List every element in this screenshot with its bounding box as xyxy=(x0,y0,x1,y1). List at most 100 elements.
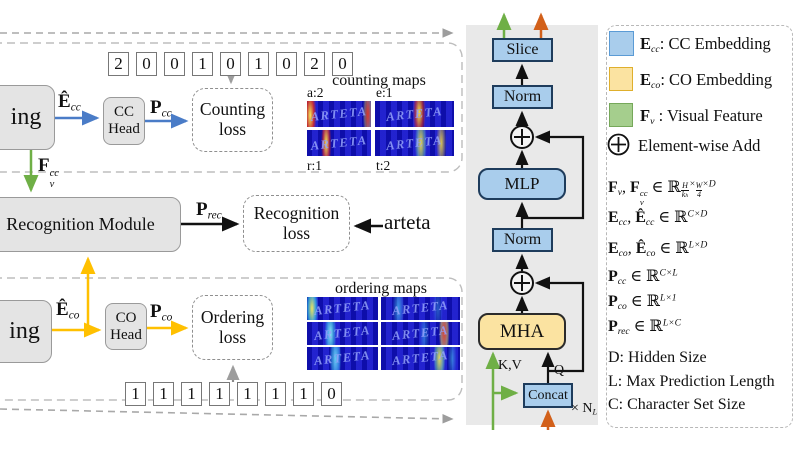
order-cell: 1 xyxy=(209,382,230,406)
add1-icon xyxy=(510,125,534,149)
counting-loss-label: Counting loss xyxy=(199,99,266,139)
order-vector-row: 1 1 1 1 1 1 1 0 xyxy=(125,382,342,406)
map-watermark: ARTETA xyxy=(385,132,444,153)
counting-maps-title: counting maps xyxy=(332,72,426,89)
slice-label: Slice xyxy=(506,41,539,59)
recognition-module-box: Recognition Module xyxy=(0,197,181,252)
ordering-map: ARTETA xyxy=(381,347,460,370)
bottom-connector-dashed-arrow xyxy=(0,408,454,424)
embedding-module-top-label: ing xyxy=(10,104,42,131)
order-cell: 1 xyxy=(237,382,258,406)
q-label: Q xyxy=(554,363,565,378)
dim-co-embedding: Eco, Êco ∈ ℝL×D xyxy=(608,239,708,259)
counting-map-r: ARTETA xyxy=(307,130,371,156)
order-cell: 1 xyxy=(181,382,202,406)
concat-box: Concat xyxy=(523,383,573,408)
kv-label: K,V xyxy=(498,358,522,373)
map-watermark: ARTETA xyxy=(313,348,372,368)
norm-top-box: Norm xyxy=(492,85,553,109)
legend-item-visual-feature: Fv : Visual Feature xyxy=(640,106,763,127)
counting-maps-grid: ARTETA ARTETA ARTETA ARTETA xyxy=(307,101,454,156)
oplus-icon xyxy=(607,133,630,156)
residual-mlp xyxy=(522,130,585,220)
mha-box: MHA xyxy=(478,313,566,350)
counting-map-label-a: a:2 xyxy=(307,85,324,100)
concat-label: Concat xyxy=(528,387,568,403)
counting-map-e: ARTETA xyxy=(375,101,454,127)
count-cell: 0 xyxy=(276,52,297,76)
norm-bottom-label: Norm xyxy=(503,231,542,249)
ordering-map: ARTETA xyxy=(307,322,378,345)
e-co-hat-label: Êco xyxy=(56,299,80,322)
cc-embedding-swatch xyxy=(609,31,634,56)
co-head-label: CO Head xyxy=(110,309,142,343)
ground-truth-text: arteta xyxy=(384,210,431,234)
legend-item-elementwise-add: Element-wise Add xyxy=(638,136,761,155)
order-cell: 0 xyxy=(321,382,342,406)
embedding-module-bottom: ing xyxy=(0,300,52,363)
legend-item-co-embedding: Eco: CO Embedding xyxy=(640,70,773,91)
count-cell: 0 xyxy=(136,52,157,76)
counting-map-t: ARTETA xyxy=(375,130,454,156)
counting-map-label-r: r:1 xyxy=(307,158,322,173)
legend-panel xyxy=(606,25,793,428)
count-cell: 2 xyxy=(108,52,129,76)
ordering-loss-box: Ordering loss xyxy=(192,295,273,360)
ordering-maps-title: ordering maps xyxy=(335,280,427,297)
norm-top-label: Norm xyxy=(503,88,542,106)
map-watermark: ARTETA xyxy=(309,103,368,124)
embedding-module-top: ing xyxy=(0,85,55,150)
recognition-loss-label: Recognition loss xyxy=(253,202,340,243)
note-character-set-size: C: Character Set Size xyxy=(608,396,746,413)
count-cell: 0 xyxy=(332,52,353,76)
recognition-loss-box: Recognition loss xyxy=(243,195,350,252)
repeat-count-label: × NL xyxy=(571,401,598,417)
p-rec-label: Prec xyxy=(196,199,222,222)
order-cell: 1 xyxy=(125,382,146,406)
count-cell: 0 xyxy=(164,52,185,76)
residual-mha xyxy=(534,276,585,373)
mlp-box: MLP xyxy=(478,168,566,200)
mlp-label: MLP xyxy=(504,174,540,194)
count-vector-row: 2 0 0 1 0 1 0 2 0 xyxy=(108,52,353,76)
norm-bottom-box: Norm xyxy=(492,228,553,252)
ordering-section-border xyxy=(0,277,463,401)
counting-map-a: ARTETA xyxy=(307,101,371,127)
count-cell: 1 xyxy=(192,52,213,76)
note-max-prediction-length: L: Max Prediction Length xyxy=(608,373,775,390)
dim-cc-embedding: Ecc, Êcc ∈ ℝC×D xyxy=(608,208,708,228)
slice-box: Slice xyxy=(492,38,553,62)
mha-label: MHA xyxy=(499,320,545,342)
p-co-label: Pco xyxy=(150,301,173,324)
co-head-box: CO Head xyxy=(105,303,147,350)
dim-p-co: Pco ∈ ℝL×1 xyxy=(608,292,677,312)
recognition-module-label: Recognition Module xyxy=(6,214,155,235)
counting-loss-box: Counting loss xyxy=(192,88,273,152)
count-cell: 2 xyxy=(304,52,325,76)
ordering-loss-label: Ordering loss xyxy=(200,306,265,347)
map-watermark: ARTETA xyxy=(391,323,450,343)
map-watermark: ARTETA xyxy=(391,348,450,368)
visual-feature-swatch xyxy=(609,103,633,127)
map-watermark: ARTETA xyxy=(385,103,444,124)
map-watermark: ARTETA xyxy=(313,323,372,343)
cc-head-box: CC Head xyxy=(103,97,145,145)
ordering-maps-grid: ARTETA ARTETA ARTETA ARTETA ARTETA ARTET… xyxy=(307,297,460,370)
embedding-module-bottom-label: ing xyxy=(9,318,40,345)
e-cc-hat-label: Êcc xyxy=(58,91,81,114)
order-cell: 1 xyxy=(153,382,174,406)
ordering-map: ARTETA xyxy=(381,322,460,345)
counting-section-border xyxy=(0,42,463,173)
ordering-map: ARTETA xyxy=(307,347,378,370)
count-cell: 0 xyxy=(220,52,241,76)
order-cell: 1 xyxy=(265,382,286,406)
count-cell: 1 xyxy=(248,52,269,76)
dim-p-rec: Prec ∈ ℝL×C xyxy=(608,317,682,337)
ordering-map: ARTETA xyxy=(381,297,460,320)
counting-map-label-t: t:2 xyxy=(376,158,391,173)
p-cc-label: Pcc xyxy=(150,97,172,120)
